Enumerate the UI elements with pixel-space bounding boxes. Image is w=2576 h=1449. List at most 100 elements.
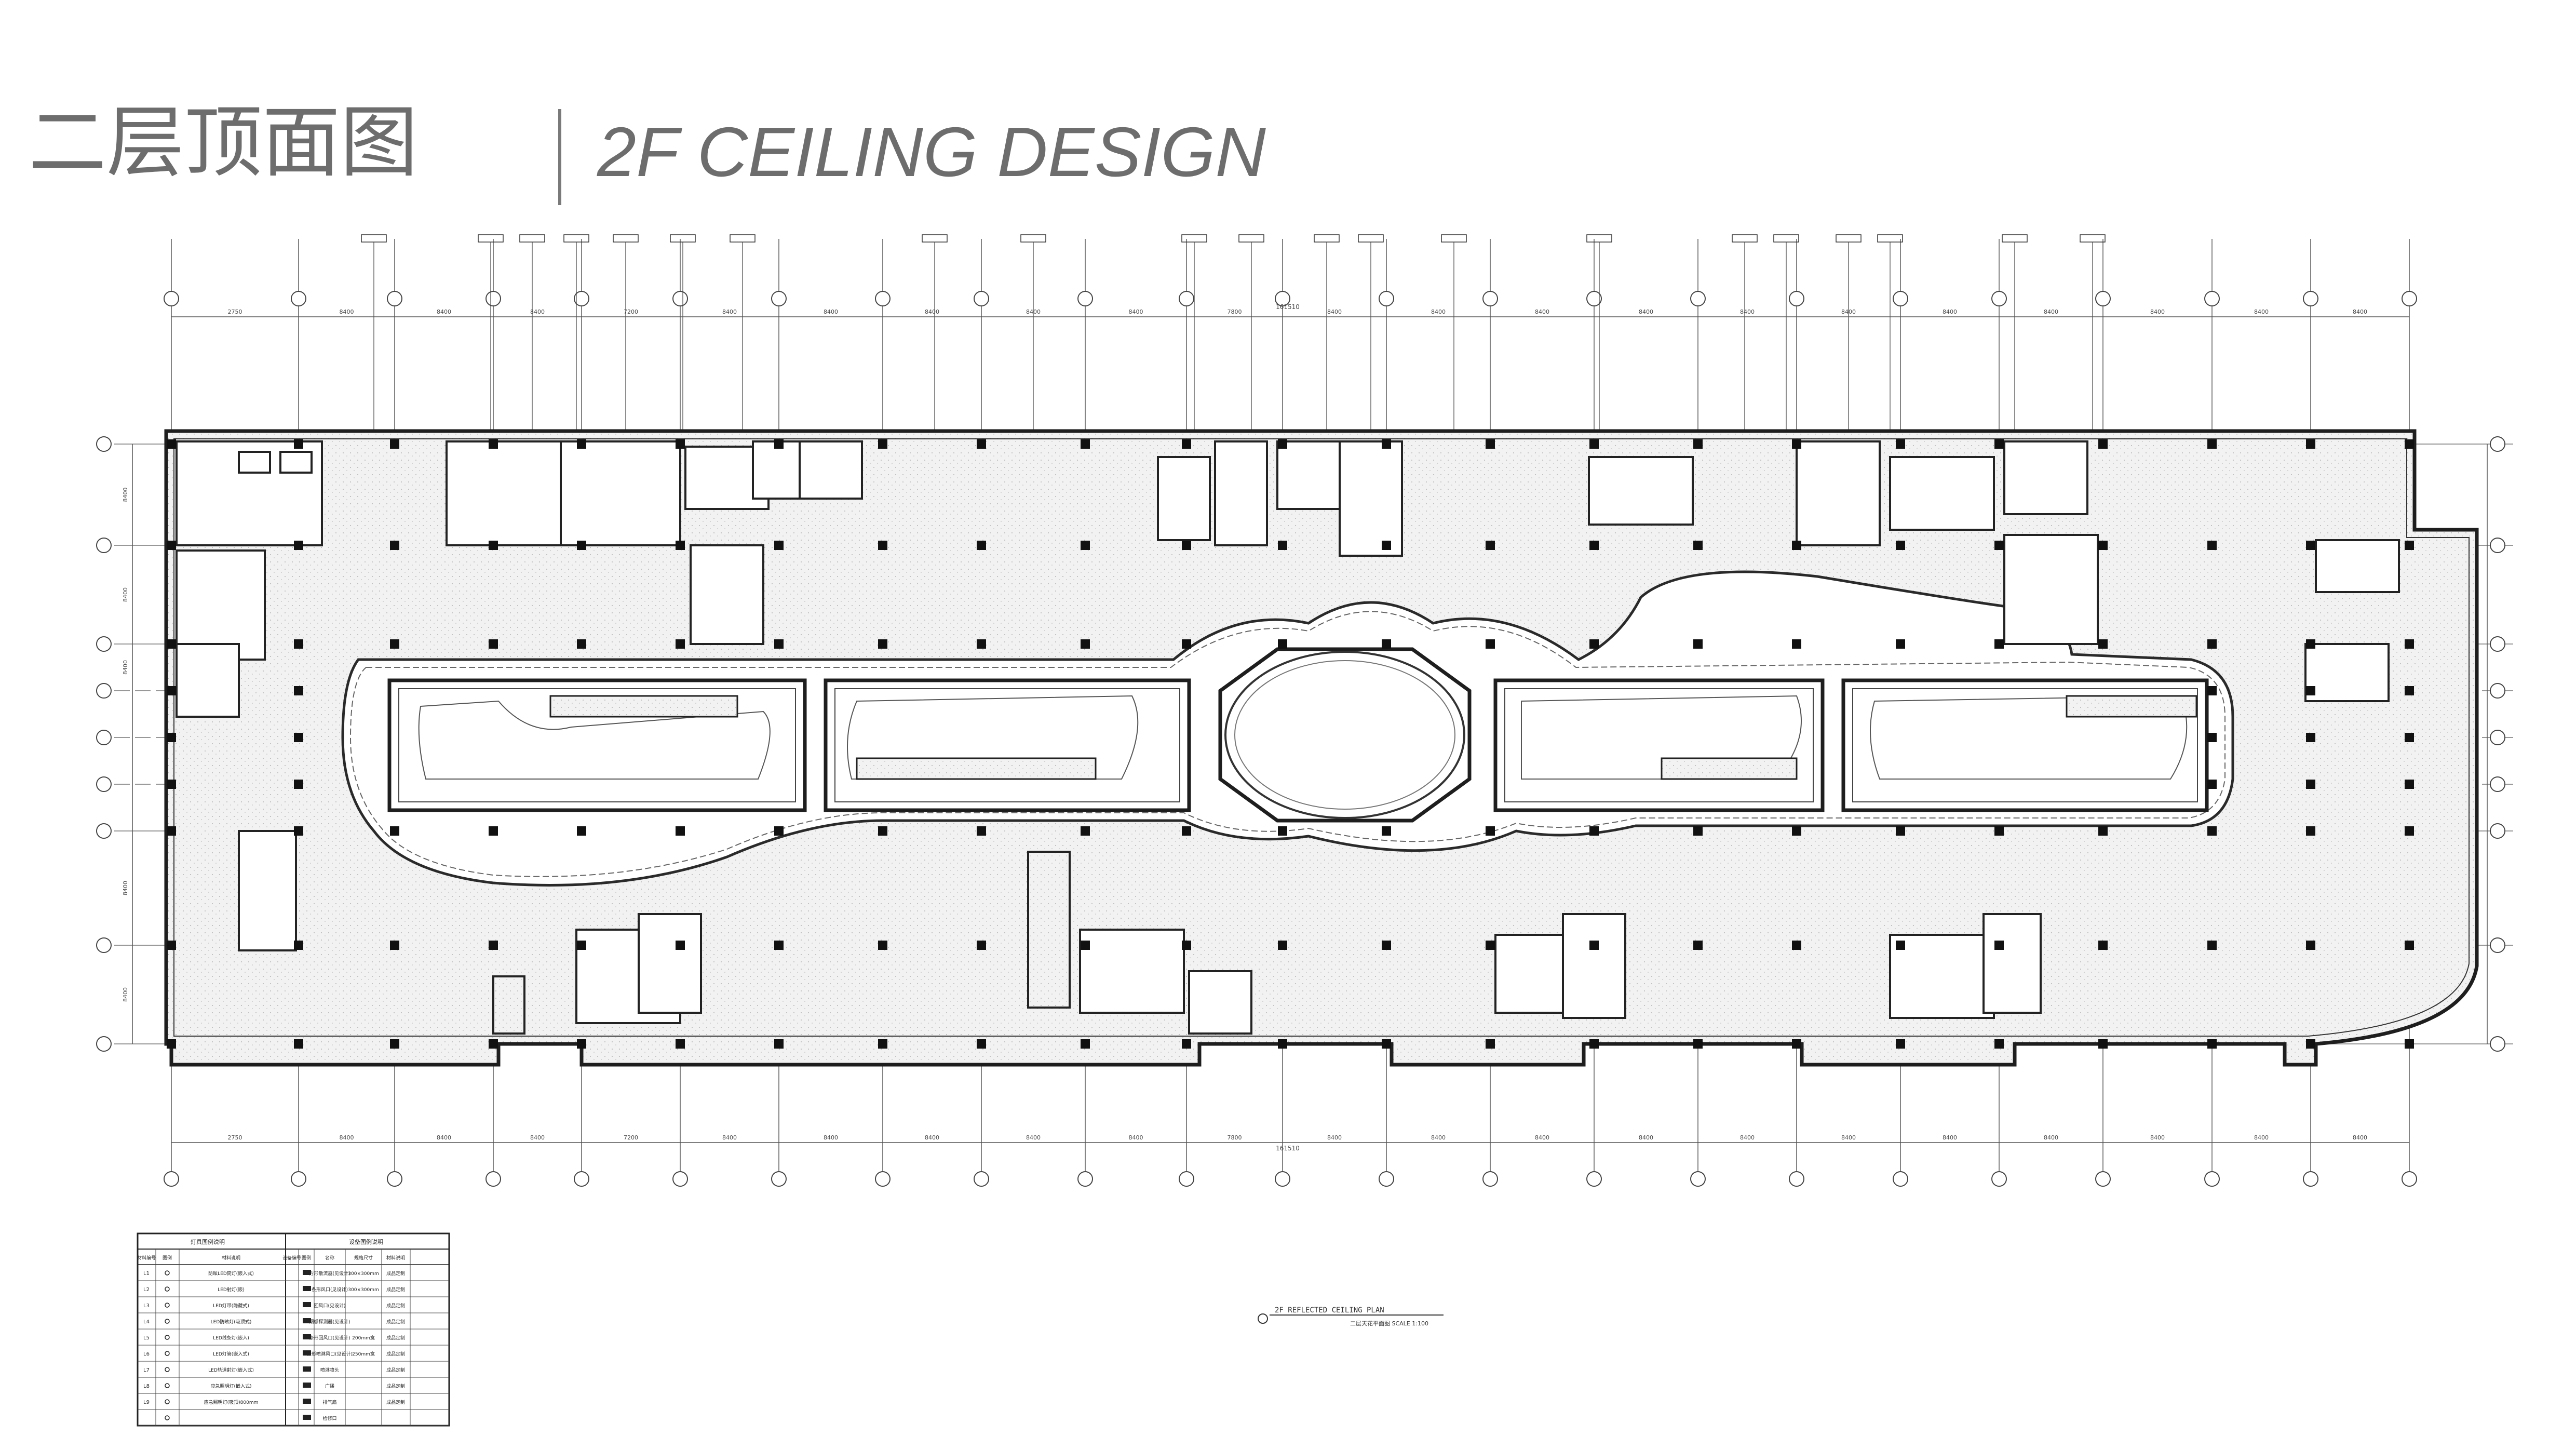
column [676, 1039, 685, 1049]
column [2405, 639, 2414, 649]
legend-col-header: 材料说明 [222, 1255, 240, 1261]
legend-eq-name: 回风口(见设计) [314, 1303, 345, 1309]
legend-note: 成品定制 [386, 1270, 405, 1277]
column [2405, 1039, 2414, 1049]
axis-bubble [1789, 291, 1804, 306]
structural-columns [167, 439, 2414, 1049]
dimension-label: 8400 [1943, 308, 1957, 315]
column [1896, 541, 1905, 550]
legend-code: L9 [143, 1400, 150, 1405]
column [1278, 639, 1287, 649]
column [1486, 541, 1495, 550]
column [1589, 541, 1599, 550]
column [489, 439, 498, 449]
dimension-label: 8400 [530, 1134, 545, 1141]
axis-bubble [574, 1171, 589, 1187]
legend-symbol [165, 1351, 170, 1356]
section-tag [1238, 234, 1264, 243]
service-rooms [176, 440, 2400, 1035]
column [676, 941, 685, 950]
dimension-label: 8400 [2044, 308, 2058, 315]
dimension-label: 8400 [340, 308, 354, 315]
dimension-label: 2750 [228, 308, 242, 315]
legend-eq-name: 检修口 [322, 1415, 336, 1421]
column [294, 733, 303, 742]
legend-symbol [165, 1286, 170, 1292]
axis-bubble [2490, 937, 2505, 953]
column [1693, 941, 1703, 950]
column [1081, 541, 1090, 550]
legend-lighting-header: 灯具图例说明 [191, 1238, 225, 1245]
dimension-label: 8400 [1535, 308, 1549, 315]
section-tag [1358, 234, 1384, 243]
column [167, 439, 176, 449]
section-tag [613, 234, 639, 243]
column [1486, 826, 1495, 836]
section-tag [478, 234, 504, 243]
dimension-label: 8400 [2150, 1134, 2165, 1141]
dimension-label: 8400 [2254, 1134, 2269, 1141]
column [2405, 541, 2414, 550]
column [1081, 941, 1090, 950]
column [1182, 439, 1191, 449]
legend-col-header: 材料说明 [386, 1255, 405, 1261]
legend-col-header: 图例 [302, 1255, 311, 1261]
axis-bubble [1275, 291, 1290, 306]
legend-note: 成品定制 [386, 1286, 405, 1293]
column [2207, 541, 2217, 550]
legend-eq-name: 方形散流器(见设计) [309, 1270, 350, 1277]
column [878, 941, 887, 950]
axis-bubble [96, 538, 112, 553]
dimension-label: 8400 [437, 308, 451, 315]
column [390, 826, 399, 836]
axis-bubble [1991, 291, 2007, 306]
dimension-label: 8400 [1026, 1134, 1041, 1141]
column [294, 639, 303, 649]
column [294, 1039, 303, 1049]
legend-note: 成品定制 [386, 1335, 405, 1341]
column [774, 826, 784, 836]
axis-bubble [2303, 291, 2318, 306]
legend-symbol [165, 1367, 170, 1372]
axis-bubble [974, 291, 989, 306]
dimension-label: 8400 [925, 1134, 939, 1141]
legend-code: L3 [143, 1303, 150, 1309]
legend-desc: 应急照明灯(嵌入式) [210, 1383, 251, 1389]
column [1182, 941, 1191, 950]
column [294, 941, 303, 950]
legend-desc: 防眩LED筒灯(嵌入式) [208, 1270, 254, 1277]
legend-eq-name: 条形回风口(见设计) [309, 1335, 350, 1341]
section-tag [670, 234, 696, 243]
dimension-label: 7200 [624, 1134, 638, 1141]
column [1182, 639, 1191, 649]
column [1896, 639, 1905, 649]
column [2306, 541, 2315, 550]
slide-header: 二层顶面图 2F CEILING DESIGN [0, 0, 2576, 218]
column [1896, 439, 1905, 449]
column [2098, 1039, 2108, 1049]
column [1994, 1039, 2004, 1049]
dimension-label: 2750 [228, 1134, 242, 1141]
axis-bubble [96, 937, 112, 953]
axis-bubble [1379, 291, 1394, 306]
column [878, 1039, 887, 1049]
column [489, 639, 498, 649]
column [1896, 1039, 1905, 1049]
dimension-label: 8400 [340, 1134, 354, 1141]
column [489, 826, 498, 836]
legend-eq-name: 烟感探测器(见设计) [309, 1319, 350, 1325]
column [577, 941, 586, 950]
axis-bubble [96, 776, 112, 792]
column [2098, 639, 2108, 649]
column [294, 686, 303, 695]
section-tag [2080, 234, 2106, 243]
drawing-caption-cn: 二层天花平面图 SCALE 1:100 [1350, 1320, 1428, 1327]
legend-symbol [165, 1303, 170, 1308]
axis-bubble [1893, 1171, 1908, 1187]
axis-bubble [2095, 1171, 2111, 1187]
column [577, 1039, 586, 1049]
dimension-label: 8400 [722, 1134, 737, 1141]
section-tag [730, 234, 756, 243]
column [676, 439, 685, 449]
column [1182, 1039, 1191, 1049]
